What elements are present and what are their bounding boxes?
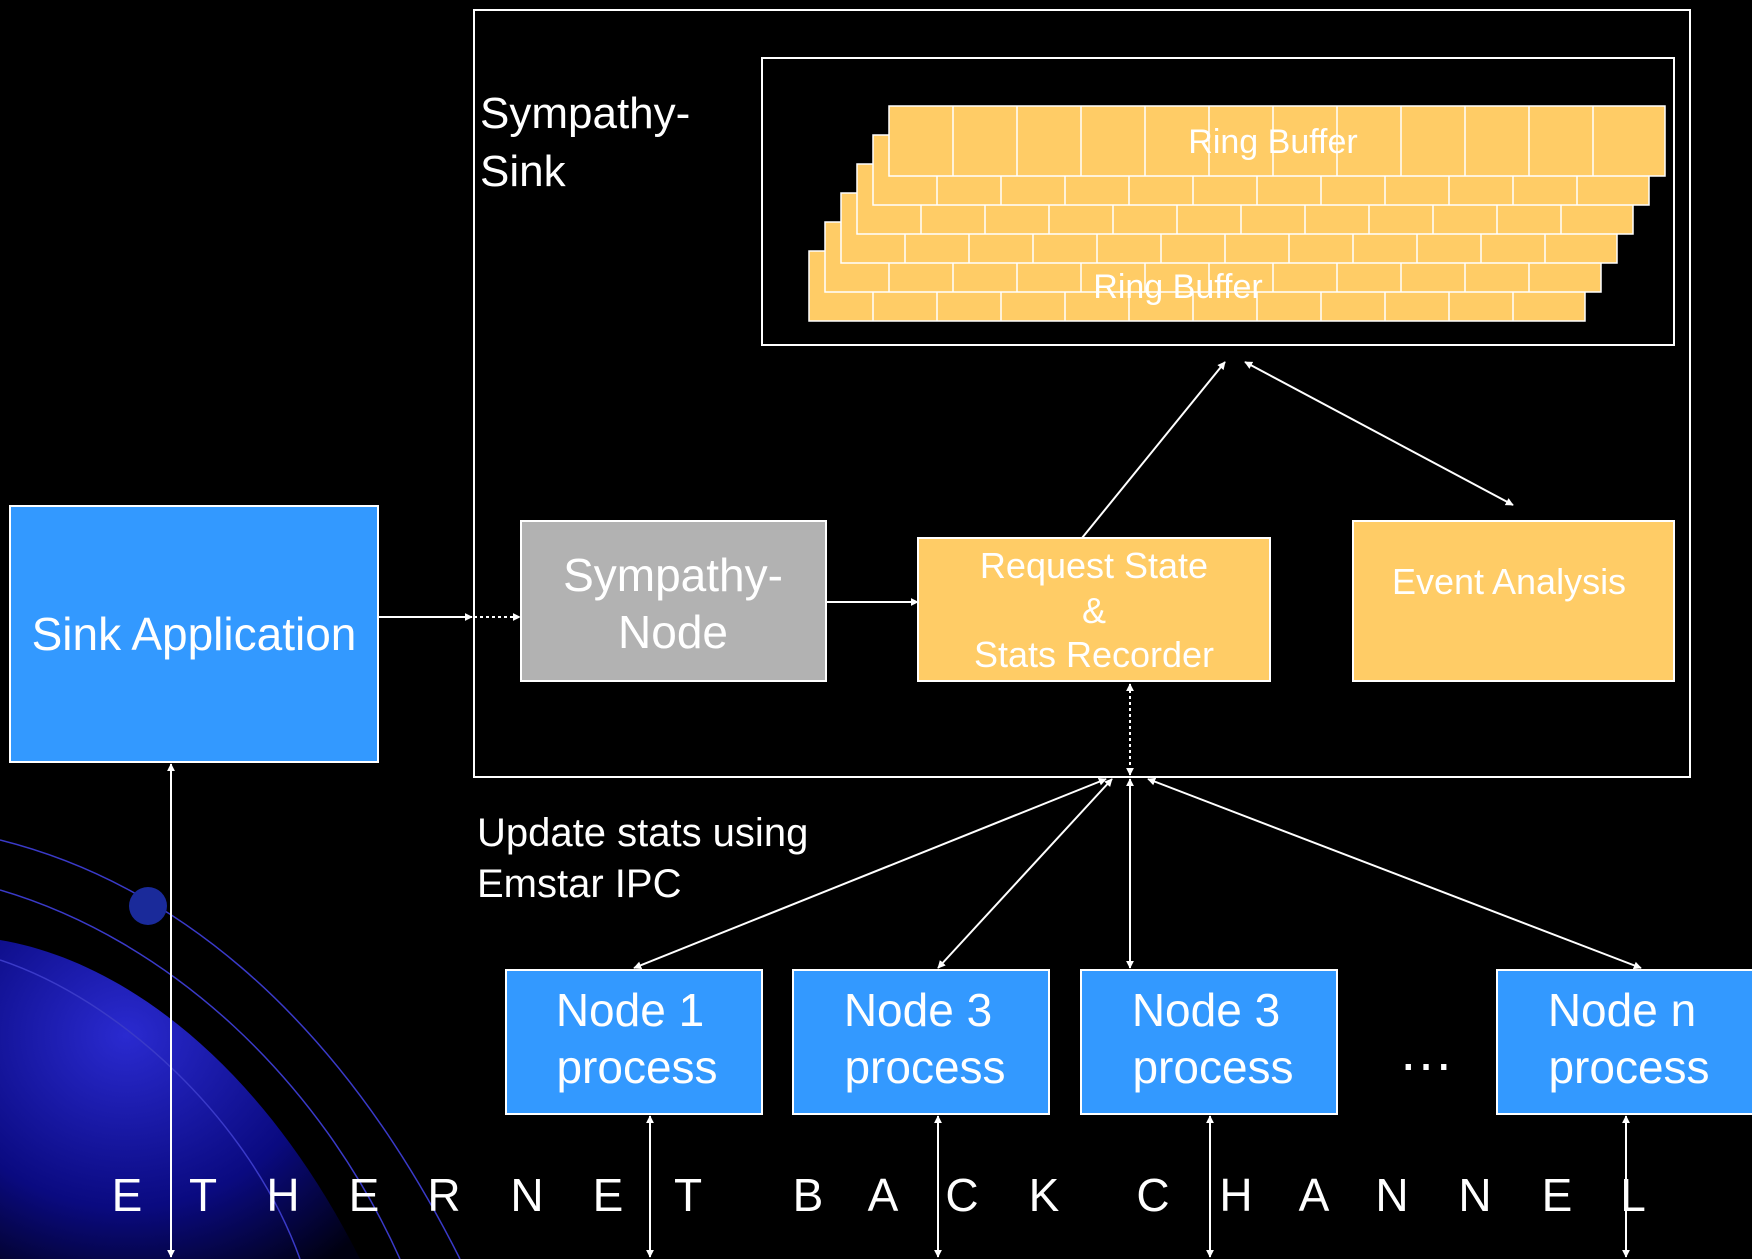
node-box-3: [1080, 969, 1338, 1115]
ethernet-letter: N: [510, 1169, 543, 1221]
decorative-globe: [0, 839, 461, 1259]
sympathy-node-label-line1: Sympathy-: [563, 549, 783, 601]
ethernet-letter: B: [793, 1169, 824, 1221]
request-state-line2: &: [1082, 590, 1106, 631]
ethernet-letter: N: [1375, 1169, 1408, 1221]
ring-buffer-back-label: Ring Buffer: [1093, 268, 1262, 306]
ethernet-letter: T: [189, 1169, 217, 1221]
node-2-label-line2: process: [844, 1041, 1005, 1093]
node-2-label-line1: Node 3: [844, 984, 992, 1036]
ethernet-letter: H: [266, 1169, 299, 1221]
request-state-box: [917, 537, 1271, 682]
sympathy-node-label-line2: Node: [618, 606, 728, 658]
sympathy-sink-label-line2: Sink: [480, 147, 567, 196]
ring-buffer-container: [761, 57, 1675, 346]
node-3-label-line2: process: [1132, 1041, 1293, 1093]
event-analysis-box: [1352, 520, 1675, 682]
ring-buffer-layer: [888, 105, 1666, 177]
node-box-4: [1496, 969, 1752, 1115]
connectors: [167, 361, 1642, 1258]
ethernet-letter: C: [1136, 1169, 1169, 1221]
node-box-1: [505, 969, 763, 1115]
ethernet-letter: E: [593, 1169, 624, 1221]
arrow-ring-buffers-event-analysis: [1244, 361, 1514, 506]
ethernet-letter: N: [1458, 1169, 1491, 1221]
ethernet-letter: E: [1542, 1169, 1573, 1221]
arrow-request-state-to-ring-buffers: [1081, 361, 1226, 539]
sink-application-box: [9, 505, 379, 763]
node-1-label-line1: Node 1: [556, 984, 704, 1036]
ethernet-letter: L: [1620, 1169, 1646, 1221]
arrow-node1-ipc: [633, 777, 1107, 970]
arrow-node2-ipc: [937, 778, 1113, 969]
node-4-label-line2: process: [1548, 1041, 1709, 1093]
event-analysis-label: Event Analysis: [1392, 561, 1626, 602]
sink-application-label: Sink Application: [32, 608, 357, 660]
request-state-line1: Request State: [980, 545, 1208, 586]
ethernet-letter: R: [427, 1169, 460, 1221]
sympathy-node-box: [520, 520, 827, 682]
node-box-2: [792, 969, 1050, 1115]
ethernet-letter: K: [1029, 1169, 1060, 1221]
ethernet-letter: T: [674, 1169, 702, 1221]
update-stats-label-line2: Emstar IPC: [477, 862, 681, 906]
arrow-node4-ipc: [1147, 777, 1642, 970]
sympathy-sink-label-line1: Sympathy-: [480, 89, 690, 138]
ring-buffer-front-label: Ring Buffer: [1188, 123, 1357, 161]
ring-buffer-stack: [808, 105, 1666, 322]
ellipsis: …: [1398, 1019, 1454, 1082]
ethernet-letter: C: [945, 1169, 978, 1221]
ethernet-letter: A: [1299, 1169, 1330, 1221]
node-3-label-line1: Node 3: [1132, 984, 1280, 1036]
ethernet-letter: E: [112, 1169, 143, 1221]
ethernet-letter: A: [868, 1169, 899, 1221]
sympathy-sink-container: [473, 9, 1691, 778]
ethernet-letter: E: [349, 1169, 380, 1221]
ethernet-letter: H: [1219, 1169, 1252, 1221]
request-state-line3: Stats Recorder: [974, 634, 1214, 675]
update-stats-label-line1: Update stats using: [477, 811, 808, 855]
node-4-label-line1: Node n: [1548, 984, 1696, 1036]
node-1-label-line2: process: [556, 1041, 717, 1093]
